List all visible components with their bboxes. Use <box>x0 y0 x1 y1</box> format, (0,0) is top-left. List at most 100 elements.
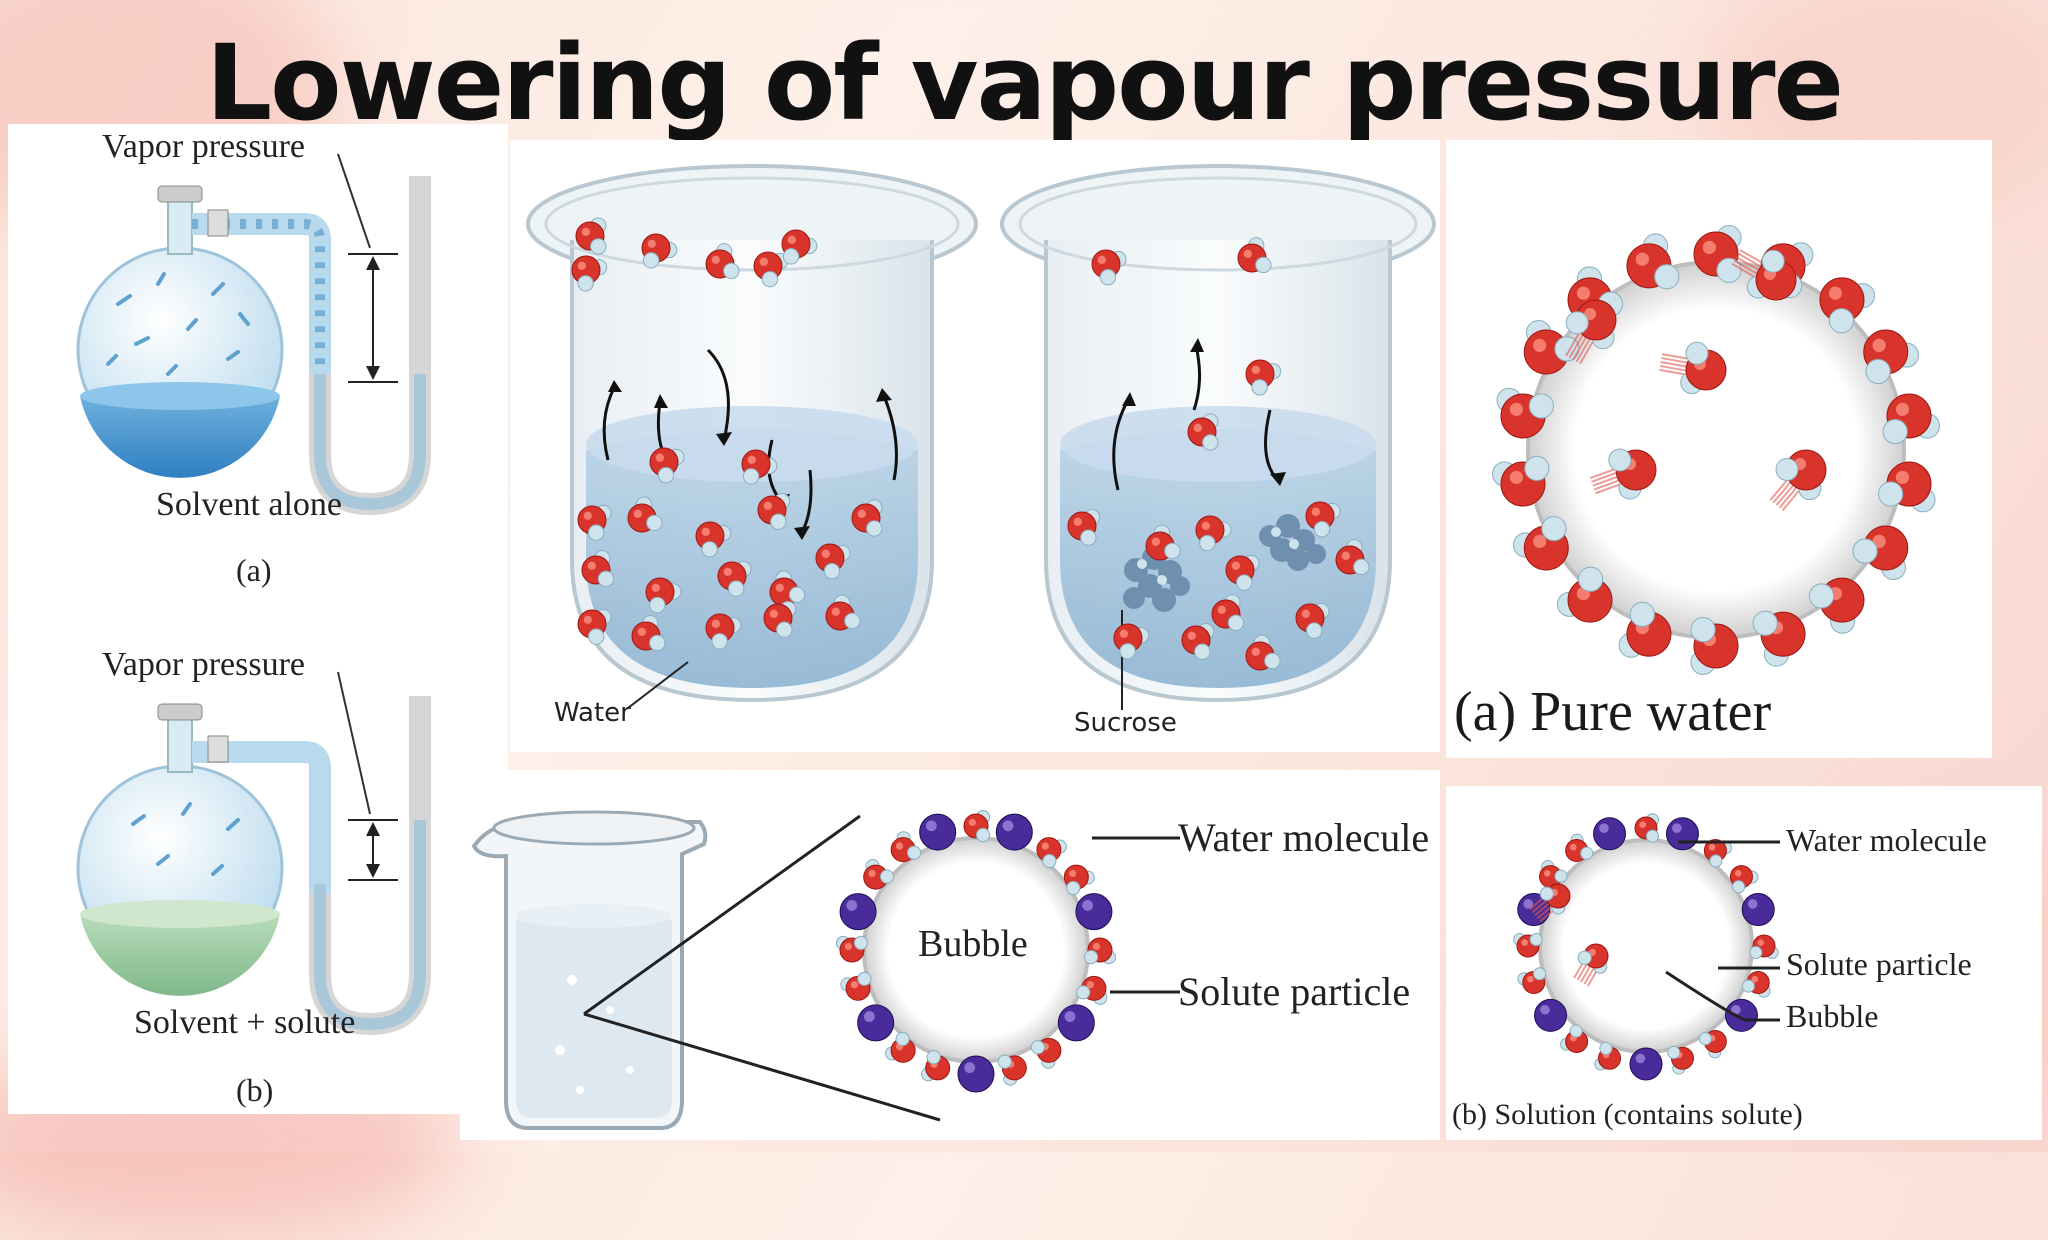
water-molecule <box>757 492 791 530</box>
water-molecule <box>890 831 922 863</box>
water-molecule <box>1819 277 1876 334</box>
water-molecule-label: Water molecule <box>1178 815 1430 860</box>
water-molecule <box>1245 634 1281 671</box>
vapor-pressure-label-a: Vapor pressure <box>102 128 305 165</box>
solute-particle-label: Solute particle <box>1178 969 1411 1014</box>
water-molecule <box>1523 319 1580 375</box>
water-molecule <box>1513 932 1543 958</box>
water-molecule <box>1225 554 1260 591</box>
water-molecule <box>825 594 861 631</box>
caption-solution: (b) Solution (contains solute) <box>1452 1098 1803 1131</box>
water-molecule <box>1295 602 1330 639</box>
water-molecule <box>1878 461 1936 513</box>
water-molecule <box>705 243 740 280</box>
water-molecule <box>769 570 806 607</box>
water-molecule <box>763 600 797 638</box>
water-molecule <box>1067 508 1101 546</box>
water-molecule <box>1211 594 1245 632</box>
water-molecule <box>645 577 682 614</box>
water-molecule <box>581 550 615 588</box>
water-molecule <box>1667 1045 1694 1075</box>
water-molecule <box>1693 225 1742 283</box>
solution-liquid-b <box>80 914 280 996</box>
bubble-solute-illustration <box>471 809 1180 1130</box>
water-molecule <box>1852 525 1909 581</box>
caption-solvent-alone: Solvent alone <box>156 486 343 523</box>
water-molecule <box>1305 501 1341 538</box>
water-molecule <box>695 521 732 558</box>
solution-vapor-molecules <box>1529 883 1609 987</box>
water-molecule <box>1729 865 1759 894</box>
solute-particle <box>857 1004 895 1042</box>
solute-particle-label-solution: Solute particle <box>1786 946 1972 982</box>
water-molecule <box>753 251 789 288</box>
water-molecule <box>1618 601 1672 658</box>
water-molecules-group <box>571 217 1370 671</box>
manometer-illustrations <box>76 153 431 1036</box>
water-molecule <box>1091 249 1127 286</box>
pure-water-panel: (a) Pure water <box>1446 140 1992 758</box>
water-molecule <box>577 504 612 541</box>
water-molecule <box>1556 566 1613 623</box>
water-molecule <box>705 613 742 650</box>
sucrose-cluster <box>1123 514 1326 612</box>
water-molecule <box>571 255 608 292</box>
water-molecule <box>627 496 663 533</box>
solute-particle <box>839 893 877 931</box>
water-molecule <box>577 608 612 645</box>
manometer-panel: Vapor pressure Solvent alone (a) Vapor p… <box>8 124 508 1114</box>
water-molecule <box>1608 448 1657 500</box>
water-label: Water <box>554 698 631 728</box>
water-molecule <box>1882 393 1941 445</box>
water-molecule <box>963 809 991 843</box>
water-molecule <box>835 935 869 963</box>
water-molecule <box>1245 359 1282 396</box>
beaker-sucrose-solution <box>1000 164 1436 710</box>
water-molecule <box>1237 237 1272 274</box>
water-molecule <box>1512 515 1569 571</box>
water-molecule <box>781 229 818 265</box>
water-molecule <box>1808 577 1865 634</box>
caption-solvent-solute: Solvent + solute <box>134 1004 356 1041</box>
water-molecule <box>1036 837 1067 869</box>
water-molecule <box>840 971 872 1001</box>
water-molecule <box>1517 967 1547 994</box>
water-molecule <box>1195 515 1232 552</box>
solute-particle <box>1057 1004 1095 1042</box>
water-molecule <box>863 859 895 890</box>
water-molecule <box>1565 299 1617 350</box>
solute-particle <box>1724 998 1758 1032</box>
water-molecule <box>1626 233 1680 290</box>
water-molecule <box>717 560 752 597</box>
vapor-water-molecules <box>1565 249 1827 512</box>
water-molecule <box>1187 413 1219 451</box>
page-title: Lowering of vapour pressure <box>205 22 1844 144</box>
water-molecule <box>1539 860 1568 889</box>
pure-water-bubble-illustration <box>1491 225 1941 675</box>
solute-particle <box>995 813 1033 851</box>
water-molecule <box>1145 524 1181 561</box>
solvent-liquid-a <box>80 396 280 478</box>
water-molecule <box>997 1054 1027 1086</box>
water-molecule <box>575 217 607 255</box>
water-molecule <box>1594 1041 1622 1071</box>
solute-particle <box>1741 893 1775 927</box>
water-molecule <box>1680 341 1727 395</box>
water-molecule <box>1565 833 1594 863</box>
water-molecule <box>921 1050 951 1082</box>
water-molecule <box>1703 839 1732 868</box>
water-molecule <box>741 449 778 485</box>
water-molecule <box>1577 943 1609 974</box>
solute-particle <box>1534 998 1568 1032</box>
water-molecule <box>1746 249 1797 301</box>
water-molecule <box>631 615 666 652</box>
water-molecule <box>1752 610 1806 667</box>
solute-particle <box>1593 817 1627 851</box>
water-molecule <box>885 1031 916 1063</box>
manometer-b <box>76 671 431 1036</box>
sucrose-label: Sucrose <box>1074 708 1177 738</box>
solute-particle <box>1629 1047 1663 1081</box>
caption-letter-b: (b) <box>236 1072 274 1108</box>
solution-panel: Water molecule Solute particle Bubble (b… <box>1446 786 2042 1140</box>
water-molecule <box>1741 970 1771 998</box>
